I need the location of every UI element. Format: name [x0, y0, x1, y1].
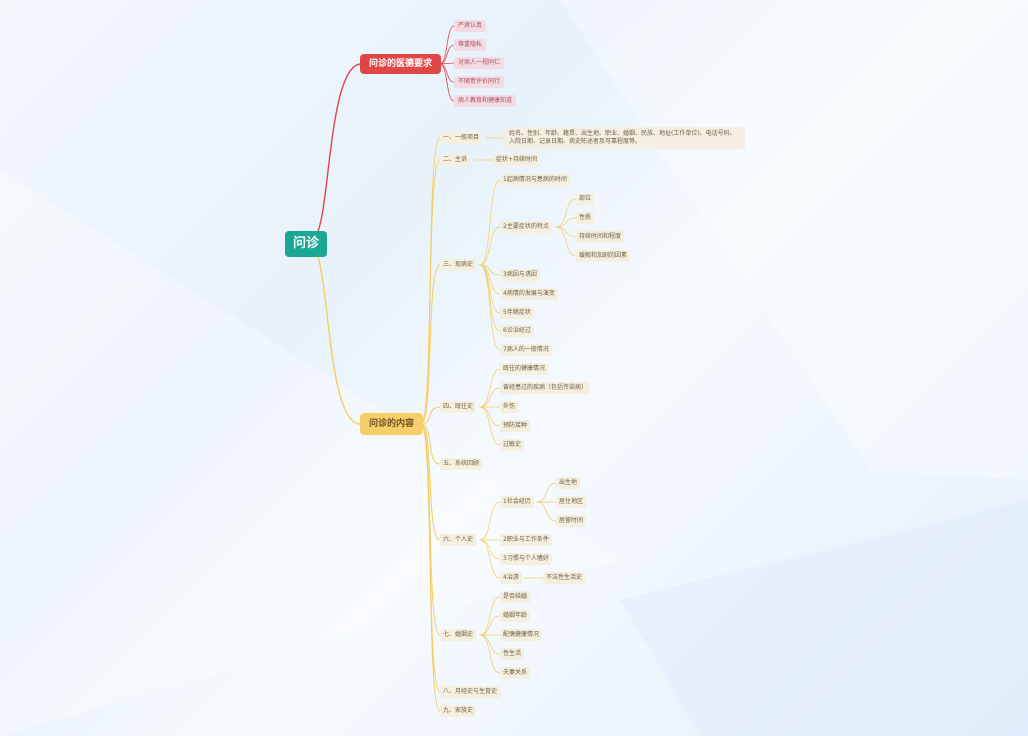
family-node[interactable]: 九、家族史: [440, 705, 477, 717]
past-node[interactable]: 四、既往史: [440, 401, 477, 413]
social-item[interactable]: 居留时间: [556, 515, 587, 527]
ethics-branches: [439, 25, 455, 102]
marital-item[interactable]: 夫妻关系: [500, 667, 531, 679]
ethics-item[interactable]: 尊重隐私: [454, 39, 487, 51]
present-item[interactable]: 2主要症状的特点: [500, 221, 552, 233]
marital-item[interactable]: 是否结婚: [500, 591, 531, 603]
symptom-trait[interactable]: 持续时间和程度: [576, 231, 625, 243]
root-to-content-line: [317, 255, 361, 425]
ethics-node[interactable]: 问诊的医德要求: [360, 54, 442, 74]
past-item[interactable]: 既往的健康情况: [500, 363, 549, 375]
present-item[interactable]: 5伴随症状: [500, 307, 534, 319]
personal-node[interactable]: 六、个人史: [440, 534, 477, 546]
personal-item[interactable]: 1社会经历: [500, 496, 534, 508]
ethics-item[interactable]: 不随意评价同行: [454, 76, 505, 88]
marital-item[interactable]: 婚姻年龄: [500, 610, 531, 622]
present-item[interactable]: 4病情的发展与演变: [500, 288, 558, 300]
root-to-ethics-line: [317, 63, 361, 232]
detail-branches: [473, 137, 577, 674]
marital-item[interactable]: 性生活: [500, 648, 525, 660]
personal-item[interactable]: 3习惯与个人嗜好: [500, 553, 552, 565]
ethics-item[interactable]: 对病人一视同仁: [454, 57, 505, 69]
personal-item[interactable]: 4冶游: [500, 572, 522, 584]
root-node[interactable]: 问诊: [285, 231, 328, 257]
marital-node[interactable]: 七、婚姻史: [440, 629, 477, 641]
ethics-item[interactable]: 严肃认真: [454, 20, 487, 32]
symptom-trait[interactable]: 性质: [576, 212, 595, 224]
menstrual-node[interactable]: 八、月经史与生育史: [440, 686, 501, 698]
social-item[interactable]: 出生地: [556, 477, 581, 489]
present-item[interactable]: 6诊治经过: [500, 325, 534, 337]
general-detail[interactable]: 姓名、性别、年龄、籍贯、出生地、职业、婚姻、民族、地址(工作单位)、电话号码、入…: [503, 127, 745, 149]
past-item[interactable]: 过敏史: [500, 439, 525, 451]
symptom-trait[interactable]: 部位: [576, 193, 595, 205]
present-item[interactable]: 3病因与诱因: [500, 269, 540, 281]
sex-detail[interactable]: 不洁性生活史: [543, 572, 586, 584]
content-node[interactable]: 问诊的内容: [360, 413, 424, 435]
present-item[interactable]: 1起病情况与患病的时间: [500, 174, 570, 186]
past-item[interactable]: 预防接种: [500, 420, 531, 432]
symptom-trait[interactable]: 缓解和加剧的因素: [576, 250, 631, 262]
content-branches: [420, 137, 441, 712]
ethics-item[interactable]: 病人教育和健康知道: [454, 95, 517, 107]
present-item[interactable]: 7病人的一般情况: [500, 344, 552, 356]
past-item[interactable]: 外伤: [500, 401, 519, 413]
past-item[interactable]: 曾经患过的疾病（包括传染病）: [500, 382, 591, 394]
general-node[interactable]: 一、一般项目: [440, 132, 483, 144]
personal-item[interactable]: 2职业与工作条件: [500, 534, 552, 546]
present-node[interactable]: 三、现病史: [440, 259, 477, 271]
chief-detail[interactable]: 症状+持续时间: [493, 154, 541, 166]
chief-node[interactable]: 二、主诉: [440, 154, 471, 166]
marital-item[interactable]: 配偶健康情况: [500, 629, 543, 641]
social-item[interactable]: 居住地区: [556, 496, 587, 508]
systems-node[interactable]: 五、系统回顾: [440, 458, 483, 470]
